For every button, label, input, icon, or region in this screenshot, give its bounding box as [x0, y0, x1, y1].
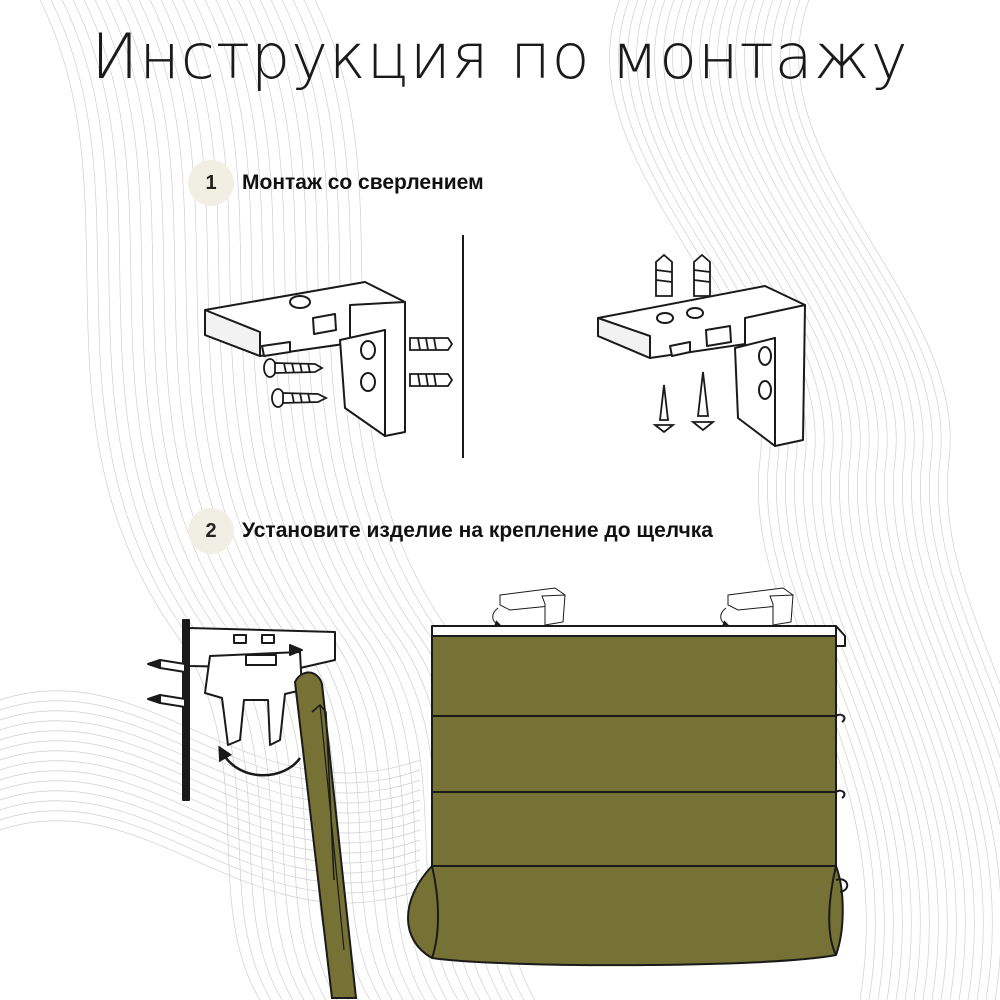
wave-line	[780, 0, 1000, 733]
wave-line	[116, 0, 338, 1000]
step-2: 2 Установите изделие на крепление до щел…	[188, 508, 713, 554]
wave-line	[0, 770, 421, 854]
wave-line	[636, 0, 894, 1000]
wave-line	[609, 0, 867, 1000]
wave-line	[204, 0, 426, 1000]
rotate-arrow-icon	[218, 745, 302, 777]
rail-profile-illustration	[293, 671, 358, 999]
wave-line	[0, 690, 421, 774]
wave-line	[618, 0, 876, 1000]
wave-line	[0, 810, 421, 894]
wave-line	[798, 0, 1000, 685]
ceiling-dowels-illustration	[655, 253, 711, 297]
wave-line	[708, 0, 966, 1000]
wave-line	[0, 720, 421, 804]
small-bracket-right-icon	[720, 587, 794, 626]
wave-line	[717, 0, 975, 1000]
wave-line	[762, 0, 1000, 790]
wave-line	[0, 780, 421, 864]
wave-line	[654, 0, 912, 1000]
wave-line	[699, 0, 957, 1000]
wave-line	[72, 0, 294, 1000]
wave-line	[61, 0, 283, 1000]
wave-line	[39, 0, 261, 1000]
wave-line	[50, 0, 272, 1000]
wave-line	[753, 0, 1000, 827]
wave-line	[726, 0, 984, 1000]
roman-shade-illustration	[407, 625, 849, 967]
wave-line	[0, 790, 421, 874]
wave-line	[0, 750, 421, 834]
step-number-1: 1	[188, 160, 234, 206]
screws-illustration	[263, 358, 329, 408]
bracket-ceiling-mount-illustration	[597, 285, 806, 447]
wave-line	[0, 820, 421, 904]
wave-line	[0, 760, 421, 844]
page-title: Инструкция по монтажу	[91, 20, 909, 93]
wave-line	[789, 0, 1000, 708]
wave-line	[627, 0, 885, 1000]
wave-line	[0, 730, 421, 814]
step-label-2: Установите изделие на крепление до щелчк…	[242, 519, 713, 542]
wave-line	[645, 0, 903, 1000]
wave-line	[735, 0, 993, 1000]
wave-line	[193, 0, 415, 1000]
wave-line	[83, 0, 305, 1000]
wave-line	[0, 700, 421, 784]
wave-line	[663, 0, 921, 1000]
bracket-wall-mount-illustration	[204, 281, 406, 437]
wave-line	[672, 0, 930, 1000]
wave-line	[0, 710, 421, 794]
small-bracket-left-icon	[492, 587, 566, 626]
wave-line	[0, 740, 421, 824]
step-label-1: Монтаж со сверлением	[242, 171, 484, 194]
wave-line	[690, 0, 948, 1000]
wave-line	[744, 0, 1000, 1000]
wave-line	[226, 0, 448, 1000]
step-1: 1 Монтаж со сверлением	[188, 160, 484, 206]
wave-line	[0, 800, 421, 884]
bracket-profile-illustration	[147, 619, 336, 801]
step-number-2: 2	[188, 508, 234, 554]
dowels-illustration	[409, 337, 454, 387]
ceiling-screws-illustration	[652, 371, 716, 434]
wave-line	[681, 0, 939, 1000]
wave-line	[771, 0, 1000, 759]
wave-line	[105, 0, 327, 1000]
